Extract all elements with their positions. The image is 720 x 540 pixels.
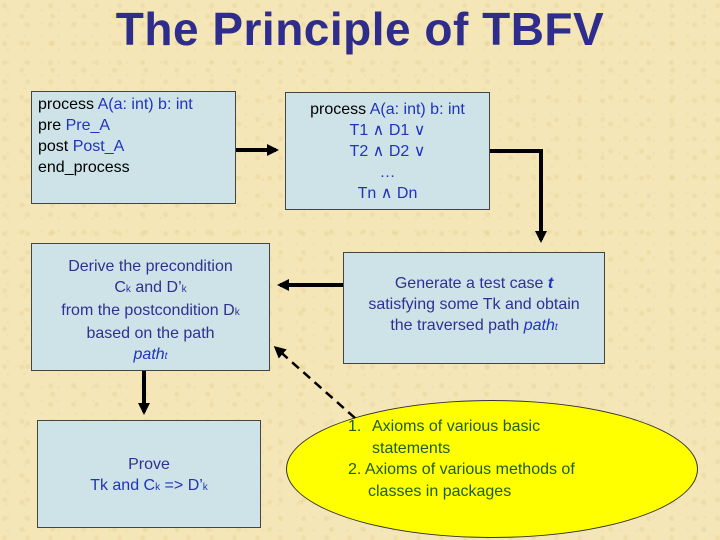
process-line: process A(a: int) b: int: [38, 94, 235, 115]
generate-path-text: the traversed path: [390, 317, 524, 334]
process-keyword: process: [38, 96, 98, 113]
prove-line-2: Tk and Ck => D’k: [38, 475, 260, 498]
generate-line-3: the traversed path patht: [344, 315, 604, 338]
derive-c-sub: k: [125, 284, 131, 295]
generate-path-sub: t: [554, 322, 558, 333]
derive-d-sub: k: [181, 284, 187, 295]
generate-text: Generate a test case: [394, 275, 548, 292]
post-line: post Post_A: [38, 136, 235, 157]
derive-d-prime: and D’: [130, 279, 182, 296]
generate-line-2: satisfying some Tk and obtain: [368, 296, 580, 313]
derive-line-1: Derive the precondition: [68, 258, 233, 275]
axioms-ellipse: [286, 400, 698, 538]
prove-implies-d: => D’: [160, 477, 203, 494]
prove-d-sub: k: [202, 482, 208, 493]
arrow-fsf-to-generate: [490, 149, 547, 243]
derive-path: path: [133, 346, 165, 363]
axiom-item-2-line-1: 2. Axioms of various methods of: [348, 459, 688, 481]
axiom-item-1: 1. Axioms of various basic statements: [348, 416, 688, 459]
axiom-item-2-number: 2.: [348, 461, 362, 478]
derive-line-4: based on the path: [86, 325, 215, 342]
fsf-line-2: T2 ∧ D2 ∨: [349, 143, 426, 160]
process-spec-box: process A(a: int) b: int pre Pre_A post …: [31, 91, 236, 204]
prove-ck-sub: k: [155, 482, 161, 493]
prove-box: Prove Tk and Ck => D’k: [37, 420, 261, 528]
generate-line-1: Generate a test case t: [344, 273, 604, 294]
end-process-line: end_process: [38, 159, 130, 176]
derive-postcondition-sub: k: [234, 307, 240, 318]
post-condition: Post_A: [72, 138, 125, 155]
axiom-item-1-line-2: statements: [372, 439, 451, 457]
derive-precondition-box: Derive the precondition Ck and D’k from …: [31, 243, 270, 371]
generate-path: path: [523, 317, 555, 334]
fsf-box: process A(a: int) b: int T1 ∧ D1 ∨ T2 ∧ …: [285, 92, 490, 210]
derive-path-sub: t: [164, 351, 168, 362]
fsf-process-keyword: process: [310, 101, 370, 118]
process-signature: A(a: int) b: int: [97, 96, 193, 113]
pre-condition: Pre_A: [65, 117, 111, 134]
axioms-list: 1. Axioms of various basic statements 2.…: [348, 416, 688, 502]
derive-line-3: from the postcondition Dk: [32, 300, 269, 323]
axiom-item-2: 2. Axioms of various methods of classes …: [348, 459, 688, 502]
axiom-item-1-line-1: Axioms of various basic: [372, 418, 541, 435]
fsf-process-signature: A(a: int) b: int: [369, 101, 465, 118]
generate-t: t: [547, 275, 554, 292]
fsf-line-n: Tn ∧ Dn: [357, 185, 418, 202]
fsf-line-1: T1 ∧ D1 ∨: [349, 122, 426, 139]
derive-c: C: [114, 279, 126, 296]
fsf-process-line: process A(a: int) b: int: [286, 99, 489, 120]
pre-line: pre Pre_A: [38, 115, 235, 136]
arrow-axioms-to-derive: [273, 346, 356, 419]
prove-tk-ck: Tk and C: [90, 477, 156, 494]
axiom-item-2-line-2: classes in packages: [368, 482, 512, 500]
slide-title: The Principle of TBFV: [115, 3, 605, 55]
axiom-item-2-text: Axioms of various methods of: [364, 461, 575, 478]
generate-test-case-box: Generate a test case t satisfying some T…: [343, 252, 605, 364]
pre-keyword: pre: [38, 117, 66, 134]
fsf-line-ellipsis: …: [379, 164, 396, 181]
derive-postcondition: from the postcondition D: [61, 302, 235, 319]
derive-line-2: Ck and D’k: [32, 277, 269, 300]
prove-line-1: Prove: [128, 456, 170, 473]
derive-line-5: patht: [32, 344, 269, 367]
post-keyword: post: [38, 138, 73, 155]
axiom-item-1-number: 1.: [348, 418, 362, 435]
